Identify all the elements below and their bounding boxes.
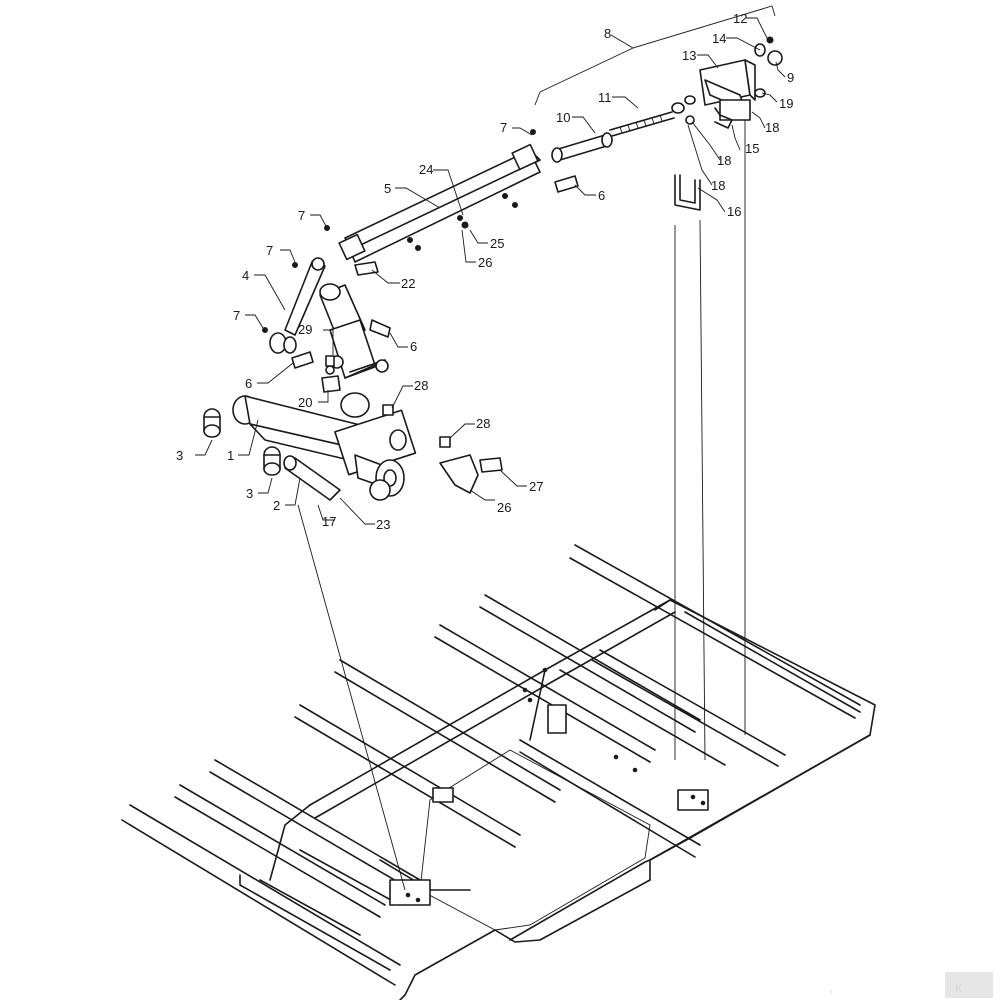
- tie-bar: [338, 143, 541, 263]
- callout-5: 5: [384, 181, 391, 196]
- pin: [354, 261, 379, 276]
- callout-8: 8: [604, 26, 611, 41]
- callout-17: 18: [711, 178, 725, 193]
- callout-22: 23: [376, 517, 390, 532]
- rear-plate: [677, 789, 709, 811]
- u-bolt: [674, 174, 701, 211]
- hub: [354, 454, 405, 501]
- callout-10: 10: [556, 110, 570, 125]
- bolt: [479, 457, 503, 473]
- callout-18: 18: [717, 153, 731, 168]
- callout-3: 3: [246, 486, 253, 501]
- callout-25: 26: [478, 255, 492, 270]
- callout-2: 2: [273, 498, 280, 513]
- callout-7: 7: [266, 243, 273, 258]
- svg-text:K: K: [955, 983, 963, 995]
- frame-gusset: [547, 704, 567, 734]
- parts-assembly: [203, 36, 783, 501]
- bracket-plate: [439, 454, 479, 494]
- callout-26: 26: [497, 500, 511, 515]
- callout-24: 25: [490, 236, 504, 251]
- watermark: ,: [830, 983, 833, 995]
- pin: [369, 319, 391, 338]
- callout-28: 28: [476, 416, 490, 431]
- callout-23: 24: [419, 162, 433, 177]
- top-bracket: [699, 59, 756, 121]
- pin: [554, 175, 579, 193]
- sleeve: [551, 132, 613, 163]
- callout-3: 3: [176, 448, 183, 463]
- clip: [714, 107, 733, 129]
- front-plate: [389, 879, 431, 906]
- callout-15: 15: [745, 141, 759, 156]
- callout-28: 28: [414, 378, 428, 393]
- callout-1: 1: [227, 448, 234, 463]
- callout-12: 12: [733, 11, 747, 26]
- callout-17: 18: [765, 120, 779, 135]
- arm-link: [269, 257, 326, 354]
- callout-29: 29: [298, 322, 312, 337]
- callout-11: 11: [598, 90, 612, 105]
- pin: [291, 351, 314, 369]
- callout-18: 19: [779, 96, 793, 111]
- callout-7: 7: [233, 308, 240, 323]
- callout-16: 16: [727, 204, 741, 219]
- callout-6: 6: [245, 376, 252, 391]
- callout-13: 13: [682, 48, 696, 63]
- bushing: [203, 408, 221, 438]
- callout-14: 14: [712, 31, 726, 46]
- trailer-frame: [121, 544, 876, 1000]
- assembly-lines: [297, 110, 746, 891]
- brand-logo-icon: K ,: [830, 972, 993, 998]
- callout-4: 4: [242, 268, 249, 283]
- nut: [767, 50, 783, 66]
- callout-9: 9: [787, 70, 794, 85]
- threaded-rod: [609, 111, 675, 137]
- callout-18: 17: [322, 514, 336, 529]
- callout-6: 6: [598, 188, 605, 203]
- callout-7: 7: [500, 120, 507, 135]
- callouts: 8 12 14 13 9 19 18 11 10 7 18 15 18 16 6…: [176, 5, 794, 532]
- callout-20: 22: [401, 276, 415, 291]
- bushing: [263, 446, 281, 476]
- callout-6: 6: [410, 339, 417, 354]
- hitch-bracket: [432, 787, 454, 803]
- callout-7: 7: [298, 208, 305, 223]
- callout-27: 27: [529, 479, 543, 494]
- axle-arm: [232, 392, 417, 476]
- callout-19: 20: [298, 395, 312, 410]
- shaft: [283, 455, 341, 501]
